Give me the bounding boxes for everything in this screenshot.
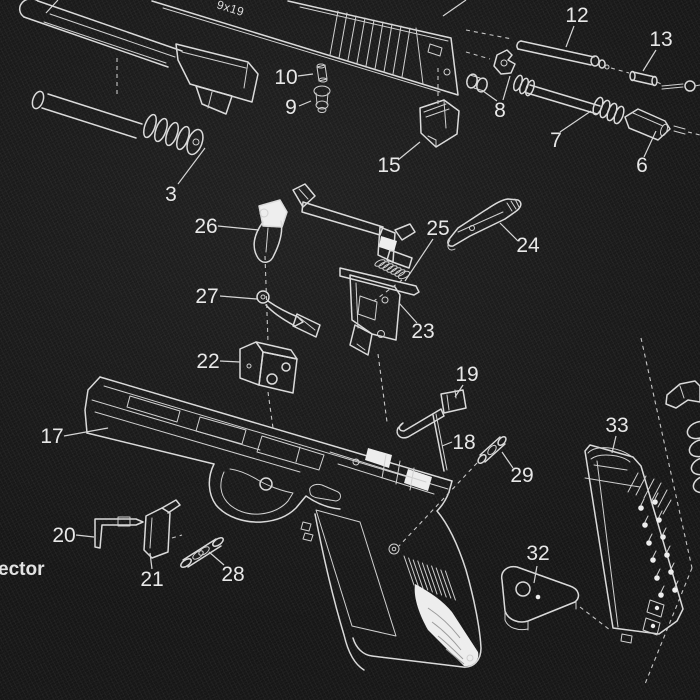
trigger-pin-drawing [180, 537, 224, 568]
part-label-13: 13 [642, 28, 673, 72]
svg-text:8: 8 [494, 99, 506, 122]
svg-text:26: 26 [194, 215, 217, 238]
slide-stop-lever-drawing [447, 198, 522, 251]
part-15-drawing [419, 99, 460, 148]
svg-text:20: 20 [52, 524, 75, 547]
part-label-24: 24 [499, 222, 540, 257]
part-label-12: 12 [565, 4, 589, 48]
part-label-10: 10 [274, 66, 314, 89]
svg-text:24: 24 [516, 234, 540, 257]
part-label-3: 3 [165, 147, 206, 206]
svg-text:21: 21 [140, 568, 163, 591]
svg-text:27: 27 [195, 285, 218, 308]
part-label-21: 21 [140, 552, 164, 591]
frame-receiver-drawing [84, 376, 482, 671]
mag-catch-spring-drawing [432, 413, 448, 472]
part-label-19: 19 [454, 363, 479, 398]
svg-text:12: 12 [565, 4, 588, 27]
trigger-housing-drawing [339, 267, 420, 356]
trigger-spring-drawing [374, 259, 411, 280]
svg-text:28: 28 [221, 563, 244, 586]
part-label-33: 33 [605, 414, 629, 454]
part-label-28: 28 [208, 551, 245, 586]
svg-text:18: 18 [452, 431, 475, 454]
svg-text:22: 22 [196, 350, 219, 373]
part-label-15: 15 [377, 141, 421, 177]
part-label-6: 6 [636, 130, 657, 177]
part-label-26: 26 [194, 215, 260, 238]
mag-catch-drawing [396, 389, 467, 439]
svg-text:29: 29 [510, 464, 533, 487]
part-label-32: 32 [526, 542, 550, 584]
slide-lock-drawing [143, 499, 183, 559]
slide-lock-spring-drawing [94, 516, 144, 549]
connector-drawing [256, 290, 321, 338]
magazine-drawing [584, 444, 684, 644]
svg-text:32: 32 [526, 542, 549, 565]
extractor-parts-drawing [466, 49, 516, 93]
svg-text:17: 17 [40, 425, 63, 448]
svg-text:25: 25 [426, 217, 449, 240]
svg-text:19: 19 [455, 363, 478, 386]
part-label-23: 23 [398, 302, 435, 343]
locking-block-drawing [239, 341, 298, 394]
pin-29-drawing [398, 435, 507, 547]
barrel-drawing [18, 0, 259, 115]
svg-text:15: 15 [377, 154, 400, 177]
part-label-22: 22 [196, 350, 241, 373]
part-label-27: 27 [195, 285, 258, 308]
part-label-7: 7 [550, 110, 592, 152]
floor-plate-drawing [500, 565, 611, 631]
svg-text:7: 7 [550, 129, 562, 152]
svg-text:33: 33 [605, 414, 628, 437]
alignment-dashed-lines [116, 29, 662, 429]
part-13-drawing [629, 70, 700, 92]
part-label-17: 17 [40, 425, 109, 448]
svg-text:6: 6 [636, 154, 648, 177]
part-label-8: 8 [482, 75, 511, 122]
adjacent-panel-partial [640, 131, 700, 685]
svg-text:10: 10 [274, 66, 297, 89]
svg-text:9: 9 [285, 96, 297, 119]
svg-text:23: 23 [411, 320, 434, 343]
part-label-20: 20 [52, 524, 95, 547]
svg-text:13: 13 [649, 28, 672, 51]
part-6-drawing [624, 108, 686, 141]
recoil-spring-assembly-drawing [31, 90, 204, 156]
part-label-25: 25 [404, 217, 450, 282]
magazine-witness-holes [638, 492, 679, 598]
svg-text:3: 3 [165, 183, 177, 206]
firing-pin-safety-drawing [313, 63, 331, 113]
trigger-assembly-drawing [253, 183, 416, 280]
part-label-18: 18 [441, 431, 476, 454]
part-12-drawing [516, 40, 610, 70]
callout-labels: 3 10 9 12 13 8 7 6 [40, 4, 672, 591]
partial-ejector-text: ector [0, 559, 45, 580]
part-7-drawing [512, 74, 625, 125]
part-label-9: 9 [285, 96, 312, 119]
part-label-29: 29 [501, 451, 534, 487]
